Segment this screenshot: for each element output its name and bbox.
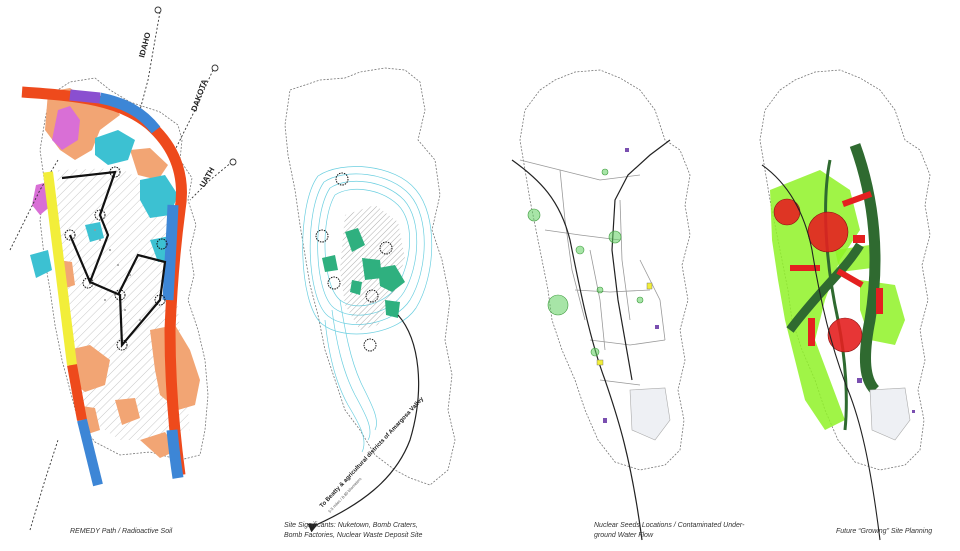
- panel-site-significants: To Beatty & agricultural districts of Am…: [284, 67, 456, 539]
- remedy-network: [61, 170, 167, 348]
- waste-deposit-area: [629, 387, 671, 441]
- purple-markers: [857, 378, 915, 413]
- panel-caption-line-1: Site Significants: Nuketown, Bomb Crater…: [284, 522, 418, 529]
- water-flow-line: [761, 164, 881, 541]
- panel-future-growing: Future “Growing” Site Planning: [759, 69, 932, 541]
- panel-caption-line-1: Nuclear Seeds Locations / Contaminated U…: [594, 522, 745, 529]
- waste-deposit-area: [869, 387, 911, 441]
- water-flow-line: [511, 159, 643, 541]
- panel-remedy-path: IDAHO DAKOTA UATH REMEDY Path / Radioact…: [9, 6, 237, 535]
- panel-caption-line-2: ground Water Flow: [594, 532, 654, 539]
- route-lines: [9, 11, 233, 531]
- site-outline: [519, 69, 691, 471]
- remedy-path-yellow: [43, 171, 77, 366]
- route-label-idaho: IDAHO: [137, 31, 152, 58]
- route-label-uath: UATH: [198, 166, 217, 189]
- nuclear-seeds: [527, 168, 644, 357]
- panel-caption-line-2: Bomb Factories, Nuclear Waste Deposit Si…: [284, 532, 422, 539]
- remedy-path-blue-lower: [77, 418, 103, 487]
- crater-markers: [315, 172, 393, 352]
- water-flow-branch: [611, 139, 671, 381]
- yellow-markers: [596, 282, 653, 366]
- teal-craters: [322, 228, 405, 318]
- red-bars: [790, 191, 883, 346]
- beatty-arrow: [307, 314, 420, 533]
- network-nodes: [64, 166, 168, 351]
- remedy-path-blue: [98, 92, 184, 479]
- route-label-dakota: DAKOTA: [189, 78, 209, 113]
- site-outline: [39, 77, 209, 461]
- road-network: [519, 159, 666, 386]
- red-zones: [773, 198, 863, 353]
- growth-corridor: [849, 143, 881, 394]
- panel-caption: REMEDY Path / Radioactive Soil: [70, 528, 173, 535]
- route-endpoints: [154, 6, 237, 166]
- remedy-path-orange-lower: [67, 364, 87, 421]
- remedy-path-purple: [69, 89, 101, 104]
- grey-speckles: [94, 229, 141, 321]
- site-outline: [284, 67, 456, 486]
- panel-nuclear-seeds: Nuclear Seeds Locations / Contaminated U…: [511, 69, 745, 541]
- panel-caption: Future “Growing” Site Planning: [836, 528, 932, 535]
- arrow-label: To Beatty & agricultural districts of Am…: [319, 396, 425, 510]
